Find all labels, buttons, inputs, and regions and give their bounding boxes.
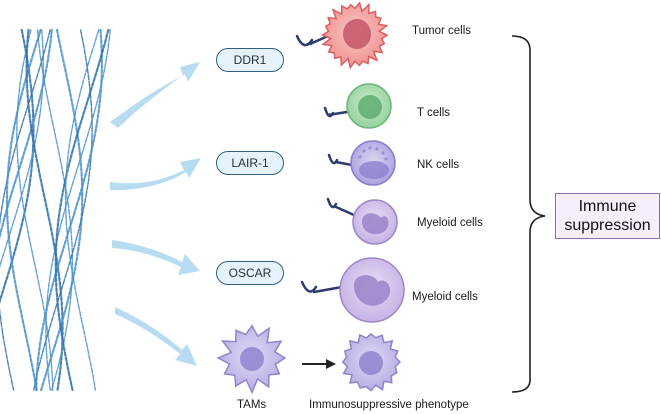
label-t-cells: T cells (417, 107, 451, 119)
collagen-strand (0, 29, 51, 391)
arrow-to-lair1 (110, 158, 201, 191)
collagen-strand (64, 29, 100, 391)
collagen-strand (25, 28, 64, 392)
collagen-strand (54, 28, 110, 392)
nk-granules (358, 146, 388, 161)
arrow-to-oscar (112, 240, 200, 275)
outcome-line-2: suppression (564, 217, 651, 234)
label-tams: TAMs (237, 399, 267, 411)
collagen-strand (36, 29, 74, 391)
collagen-fibers (0, 28, 111, 392)
nk-cell (350, 140, 396, 186)
arrow-to-ddr1 (110, 62, 200, 128)
outcome-box: Immune suppression (555, 193, 660, 239)
collagen-strand (5, 28, 42, 392)
collagen-strand (16, 29, 54, 391)
label-nk-cells: NK cells (417, 159, 460, 171)
collagen-strand (35, 28, 103, 392)
t-cell (346, 83, 392, 129)
myeloid-cell-small (352, 199, 398, 245)
tam-cell (216, 324, 287, 395)
collagen-strand (0, 28, 35, 304)
immunosuppressive-cell (341, 333, 402, 392)
myeloid-cell-large (339, 257, 405, 323)
label-myeloid-cells-2: Myeloid cells (412, 291, 478, 303)
label-myeloid-cells-1: Myeloid cells (417, 217, 483, 229)
receptor-tethers (295, 30, 356, 294)
collagen-strand (40, 28, 84, 392)
receptor-oscar: OSCAR (216, 261, 284, 285)
receptor-lair1: LAIR-1 (216, 151, 284, 175)
collagen-strand (45, 29, 111, 391)
label-tumor-cells: Tumor cells (412, 25, 471, 37)
outcome-line-1: Immune (578, 198, 637, 215)
conversion-arrow (302, 359, 336, 369)
label-immunosuppressive-phenotype: Immunosuppressive phenotype (309, 399, 469, 411)
receptor-ddr1: DDR1 (216, 48, 284, 72)
pathway-arrows (110, 62, 201, 366)
grouping-brace (511, 35, 546, 393)
arrow-to-tams (115, 307, 197, 366)
tumor-cell (320, 1, 389, 70)
